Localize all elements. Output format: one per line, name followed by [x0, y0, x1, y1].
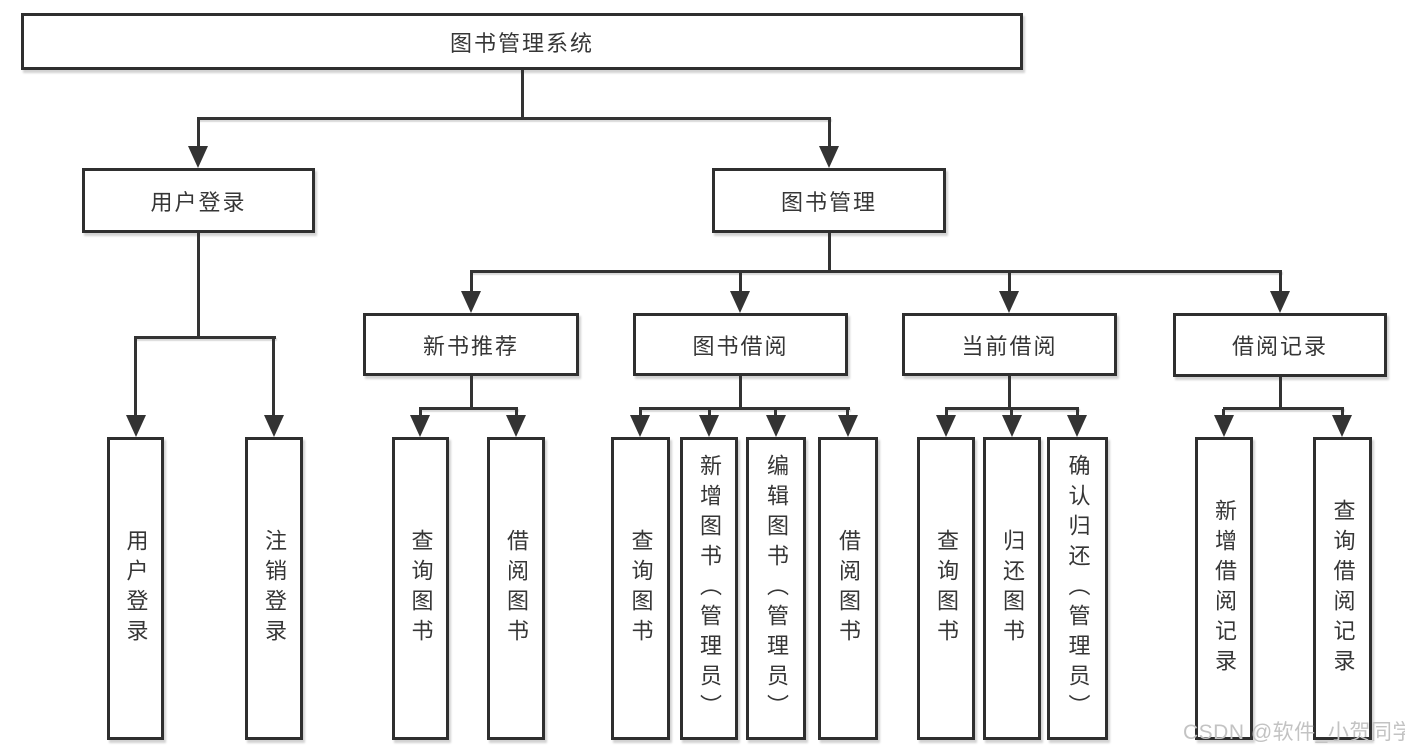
- connector-drop-level3: [470, 272, 473, 293]
- leaf-query-borrow-record: 查询借阅记录: [1313, 437, 1372, 740]
- connector-drop-user-login: [197, 118, 200, 148]
- leaf-user-login: 用户登录: [107, 437, 164, 740]
- node-book-borrow: 图书借阅: [633, 313, 848, 376]
- connector-book-management-trunk: [828, 233, 831, 272]
- connector-new-recommend-rail: [419, 407, 518, 410]
- leaf-edit-book-admin: 编辑图书（管理员）: [746, 437, 806, 740]
- connector-drop-leaf: [419, 409, 422, 417]
- arrowhead-down-icon: [1214, 415, 1234, 437]
- leaf-borrow-books: 借阅图书: [818, 437, 878, 740]
- arrowhead-down-icon: [630, 415, 650, 437]
- connector-borrow-records-rail: [1223, 407, 1344, 410]
- arrowhead-down-icon: [1067, 415, 1087, 437]
- connector-drop-leaf: [774, 409, 777, 417]
- connector-current-borrow-rail: [945, 407, 1079, 410]
- leaf-confirm-return-admin: 确认归还（管理员）: [1047, 437, 1108, 740]
- node-root: 图书管理系统: [21, 13, 1023, 70]
- arrowhead-down-icon: [1002, 415, 1022, 437]
- watermark: CSDN @软件_小贺同学: [1183, 721, 1405, 744]
- connector-user-login-rail: [134, 336, 276, 339]
- connector-drop-leaf: [515, 409, 518, 417]
- arrowhead-down-icon: [188, 146, 208, 168]
- connector-drop-leaf: [1010, 409, 1013, 417]
- arrowhead-down-icon: [999, 291, 1019, 313]
- connector-drop-level3: [739, 272, 742, 293]
- connector-level2-rail: [197, 117, 831, 120]
- connector-drop-level3: [1008, 272, 1011, 293]
- connector-level3-rail: [470, 270, 1282, 273]
- connector-drop-leaf: [846, 409, 849, 417]
- arrowhead-down-icon: [936, 415, 956, 437]
- node-book-management: 图书管理: [712, 168, 946, 233]
- leaf-logout: 注销登录: [245, 437, 303, 740]
- connector-root-trunk: [521, 70, 524, 119]
- arrowhead-down-icon: [126, 415, 146, 437]
- connector-drop-leaf: [639, 409, 642, 417]
- connector-book-borrow-trunk: [739, 376, 742, 409]
- arrowhead-down-icon: [699, 415, 719, 437]
- arrowhead-down-icon: [1270, 291, 1290, 313]
- connector-drop-leaf: [1341, 409, 1344, 417]
- connector-drop-leaf: [272, 338, 275, 417]
- arrowhead-down-icon: [838, 415, 858, 437]
- node-current-borrow: 当前借阅: [902, 313, 1117, 376]
- connector-current-borrow-trunk: [1008, 376, 1011, 409]
- connector-book-borrow-rail: [639, 407, 850, 410]
- connector-drop-leaf: [708, 409, 711, 417]
- connector-drop-leaf: [945, 409, 948, 417]
- leaf-add-borrow-record: 新增借阅记录: [1195, 437, 1253, 740]
- connector-drop-level3: [1279, 272, 1282, 293]
- arrowhead-down-icon: [461, 291, 481, 313]
- leaf-return-books: 归还图书: [983, 437, 1041, 740]
- connector-drop-book-management: [828, 118, 831, 148]
- leaf-query-books-recommend: 查询图书: [392, 437, 449, 740]
- connector-new-recommend-trunk: [470, 376, 473, 409]
- leaf-query-books-current: 查询图书: [917, 437, 975, 740]
- leaf-borrow-books-recommend: 借阅图书: [487, 437, 545, 740]
- connector-drop-leaf: [1222, 409, 1225, 417]
- arrowhead-down-icon: [410, 415, 430, 437]
- connector-drop-leaf: [1076, 409, 1079, 417]
- arrowhead-down-icon: [766, 415, 786, 437]
- arrowhead-down-icon: [819, 146, 839, 168]
- node-new-book-recommend: 新书推荐: [363, 313, 579, 376]
- connector-user-login-trunk: [197, 233, 200, 338]
- leaf-query-books-borrow: 查询图书: [611, 437, 670, 740]
- connector-borrow-records-trunk: [1279, 377, 1282, 409]
- node-borrow-records: 借阅记录: [1173, 313, 1387, 377]
- leaf-add-book-admin: 新增图书（管理员）: [680, 437, 738, 740]
- arrowhead-down-icon: [730, 291, 750, 313]
- node-user-login: 用户登录: [82, 168, 315, 233]
- arrowhead-down-icon: [1332, 415, 1352, 437]
- arrowhead-down-icon: [264, 415, 284, 437]
- connector-drop-leaf: [134, 338, 137, 417]
- arrowhead-down-icon: [506, 415, 526, 437]
